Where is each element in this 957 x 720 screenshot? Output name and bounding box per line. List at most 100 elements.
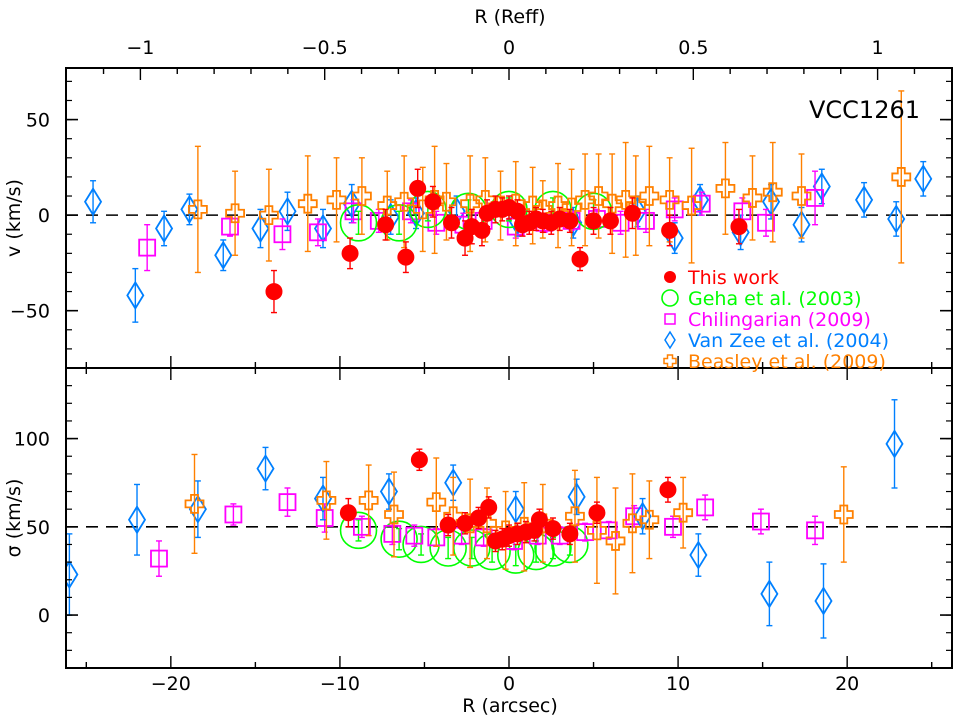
sigma-data-point xyxy=(605,531,626,551)
legend-entry-chilingarian-2009: Chilingarian (2009) xyxy=(664,309,871,331)
sigma-data-point xyxy=(313,483,333,514)
sigma-data-point xyxy=(506,494,525,524)
sigma-plot-area xyxy=(66,399,952,639)
velocity-data-point xyxy=(126,280,145,311)
legend-marker xyxy=(664,271,676,283)
velocity-data-point xyxy=(757,213,775,232)
top-axis-tick-label: 0.5 xyxy=(678,37,708,59)
velocity-data-point xyxy=(397,248,415,266)
velocity-data-point xyxy=(187,199,208,220)
sigma-data-point xyxy=(639,509,660,530)
sigma-y-tick-label: 50 xyxy=(26,517,50,539)
velocity-panel: VCC1261 v (km/s) xyxy=(3,67,953,369)
top-axis-tick-label: −0.5 xyxy=(302,37,348,59)
sigma-data-point xyxy=(224,505,243,524)
sigma-data-point xyxy=(530,511,548,529)
sigma-data-point xyxy=(885,429,904,459)
velocity-data-point xyxy=(585,212,603,230)
legend-entry-van-zee-et-al-2004: Van Zee et al. (2004) xyxy=(664,330,889,352)
sigma-series-van-zee-et-al-2004 xyxy=(66,399,904,639)
legend-label: Chilingarian (2009) xyxy=(688,309,871,331)
velocity-data-point xyxy=(460,193,481,214)
velocity-data-point xyxy=(297,193,318,214)
velocity-data-point xyxy=(637,211,655,230)
velocity-data-point xyxy=(278,196,297,227)
sigma-data-point xyxy=(622,513,643,534)
sigma-y-axis-title: σ (km/s) xyxy=(3,479,25,558)
velocity-data-point xyxy=(762,182,783,203)
sigma-data-point xyxy=(752,512,770,531)
object-label: VCC1261 xyxy=(809,96,920,124)
sigma-data-point xyxy=(673,502,694,523)
velocity-data-point xyxy=(602,193,623,214)
sigma-data-point xyxy=(696,498,715,517)
velocity-data-point xyxy=(588,186,609,206)
velocity-data-point xyxy=(681,195,702,216)
velocity-y-tick-label: 0 xyxy=(38,205,50,227)
velocity-series-chilingarian-2009 xyxy=(138,170,824,272)
velocity-data-point xyxy=(812,171,831,202)
legend-entry-this-work: This work xyxy=(664,267,779,289)
velocity-data-point xyxy=(214,240,233,270)
top-axis-tick-label: 0 xyxy=(503,37,515,59)
sigma-data-point xyxy=(587,520,607,541)
x-tick-label: −10 xyxy=(320,673,360,695)
sigma-panel: σ (km/s) xyxy=(3,367,953,669)
velocity-data-point xyxy=(377,195,398,216)
legend-label: Van Zee et al. (2004) xyxy=(688,330,889,352)
sigma-data-point xyxy=(814,586,833,616)
sigma-data-point xyxy=(806,521,824,540)
bottom-axis-title: R (arcsec) xyxy=(462,695,558,717)
sigma-data-point xyxy=(544,520,562,538)
velocity-data-point xyxy=(265,283,283,301)
velocity-series-this-work xyxy=(265,168,748,314)
velocity-data-point xyxy=(623,204,641,222)
velocity-data-point xyxy=(394,191,415,212)
velocity-data-point xyxy=(855,185,874,215)
velocity-data-point xyxy=(692,194,711,213)
sigma-data-point xyxy=(439,516,457,534)
sigma-data-point xyxy=(402,525,440,564)
velocity-data-point xyxy=(639,186,660,206)
sigma-data-point xyxy=(410,451,428,469)
velocity-data-point xyxy=(424,193,442,211)
velocity-data-point xyxy=(273,225,292,244)
sigma-data-point xyxy=(561,525,579,543)
x-tick-label: 20 xyxy=(835,673,859,695)
sigma-data-point xyxy=(565,506,585,527)
velocity-data-point xyxy=(891,167,912,187)
velocity-data-point xyxy=(659,189,680,210)
sigma-data-point xyxy=(316,490,337,511)
velocity-data-point xyxy=(575,189,595,210)
sigma-data-point xyxy=(426,492,447,513)
velocity-data-point xyxy=(351,186,372,206)
sigma-data-point xyxy=(689,540,708,570)
legend-entry-geha-et-al-2003: Geha et al. (2003) xyxy=(661,288,862,310)
velocity-data-point xyxy=(259,205,279,226)
velocity-data-point xyxy=(730,218,748,236)
velocity-series-beasley-et-al-2009 xyxy=(187,90,912,274)
sigma-series-this-work xyxy=(339,448,677,553)
velocity-data-point xyxy=(601,212,619,230)
velocity-data-point xyxy=(561,212,579,230)
velocity-data-point xyxy=(377,216,395,234)
legend-marker xyxy=(664,313,676,325)
sigma-data-point xyxy=(567,482,586,512)
sigma-data-point xyxy=(383,524,402,543)
velocity-data-point xyxy=(443,214,461,232)
velocity-data-point xyxy=(155,213,174,244)
sigma-data-point xyxy=(664,517,682,536)
velocity-data-point xyxy=(715,178,736,199)
velocity-data-point xyxy=(806,189,824,207)
velocity-data-point xyxy=(221,217,239,236)
legend-label: This work xyxy=(687,267,779,289)
sigma-data-point xyxy=(480,498,498,516)
sigma-data-point xyxy=(339,511,378,550)
velocity-y-tick-label: −50 xyxy=(10,301,50,323)
velocity-data-point xyxy=(914,164,933,194)
sigma-y-tick-label: 0 xyxy=(38,605,50,627)
sigma-panel-frame xyxy=(65,367,953,669)
